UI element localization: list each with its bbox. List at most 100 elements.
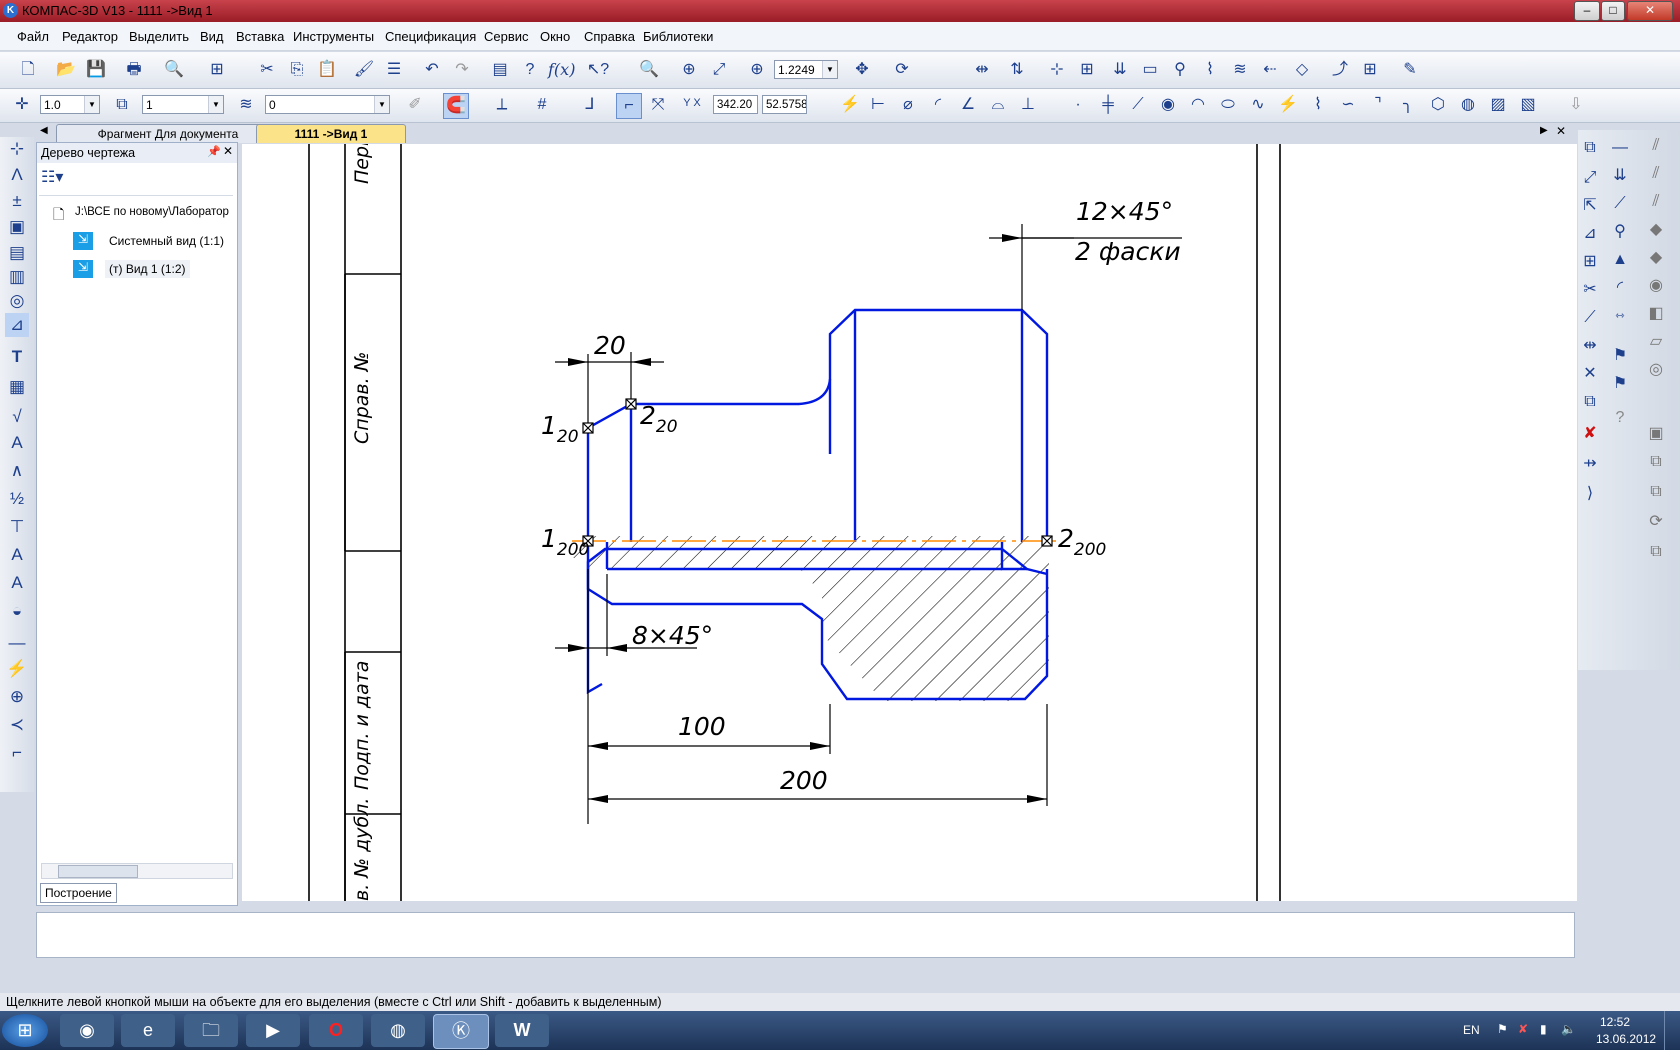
zoom-input[interactable]: 1.2249▼ (774, 60, 838, 79)
close-icon[interactable]: ✕ (223, 144, 234, 158)
scale-select[interactable]: 1.0▼ (40, 95, 100, 114)
line-style-icon[interactable]: — (1612, 139, 1628, 156)
tab-construction[interactable]: Построение (40, 883, 117, 903)
menu-tools[interactable]: Инструменты (293, 29, 375, 44)
angle-dim-icon[interactable]: ∠ (960, 96, 976, 113)
zoom-window-icon[interactable]: 🔍 (639, 61, 659, 78)
chevron-down-icon[interactable]: ▼ (84, 96, 99, 113)
tolerance-icon[interactable]: ⇅ (1010, 61, 1024, 78)
snap-magnet-icon[interactable]: 🧲 (443, 93, 469, 119)
menu-insert[interactable]: Вставка (236, 29, 285, 44)
ortho-mode-icon[interactable]: ⌐ (616, 93, 642, 119)
part-contour[interactable] (586, 308, 1049, 701)
menu-editor[interactable]: Редактор (62, 29, 118, 44)
menu-view[interactable]: Вид (200, 29, 224, 44)
scale-icon[interactable]: ⇱ (1583, 197, 1597, 214)
open-folder-icon[interactable]: 📂 (56, 61, 76, 78)
fix-constraint-icon[interactable]: ▲ (1612, 251, 1628, 268)
symbols-tools-icon[interactable]: ± (12, 191, 22, 210)
tree-item-system-view[interactable]: Системный вид (1:1) (109, 234, 225, 248)
tab-scroll-left-icon[interactable]: ◀ (40, 125, 48, 136)
layers-icon[interactable]: ⧉ (116, 96, 128, 113)
section-icon[interactable]: ◎ (1649, 361, 1663, 378)
chrome-icon[interactable]: ◉ (60, 1014, 114, 1047)
mirror-icon[interactable]: ⊿ (1583, 225, 1597, 242)
edit-tools-icon[interactable]: ▣ (8, 217, 26, 236)
sweep-icon[interactable]: ◧ (1648, 305, 1664, 322)
help-cursor-icon[interactable]: ↖? (586, 61, 610, 78)
tree-item-view-1[interactable]: (т) Вид 1 (1:2) (105, 260, 190, 278)
polygon-icon[interactable]: ⬡ (1431, 96, 1445, 113)
measure-icon[interactable]: ⚲ (1174, 61, 1186, 78)
format-brush-icon[interactable]: 🖌 (353, 61, 375, 78)
view-arrow-tool-icon[interactable]: ⌐ (12, 743, 22, 762)
minimize-button[interactable]: – (1574, 1, 1600, 21)
axis-tool-icon[interactable]: ≺ (9, 715, 25, 734)
redo-icon[interactable]: ↷ (455, 61, 469, 78)
clock-time[interactable]: 12:52 (1600, 1015, 1631, 1029)
coord-y-field[interactable]: 52.5758 (762, 95, 807, 114)
projection-icon[interactable]: ▣ (1648, 425, 1664, 442)
ellipse-icon[interactable]: ⬭ (1221, 96, 1235, 113)
arrange-icon[interactable]: ⟩ (1586, 485, 1594, 502)
merge-points-icon[interactable]: ⚑ (1612, 375, 1628, 392)
measure-tools-icon[interactable]: ▥ (8, 267, 26, 286)
clock-date[interactable]: 13.06.2012 (1596, 1032, 1657, 1046)
ortho-icon[interactable]: ⟂ (496, 96, 508, 113)
arc-icon[interactable]: ◠ (1191, 96, 1205, 113)
language-indicator[interactable]: EN (1463, 1023, 1480, 1037)
base-tool-icon[interactable]: ⊤ (9, 517, 25, 536)
coord-x-field[interactable]: 342.20 (713, 95, 758, 114)
layout-icon[interactable]: ⊞ (1363, 61, 1377, 78)
hatching-icon[interactable]: ▨ (1490, 96, 1506, 113)
library-manager-icon[interactable]: ? (525, 61, 535, 78)
move-icon[interactable]: ⤢ (1583, 169, 1597, 186)
arrow-tool-icon[interactable]: A (11, 573, 23, 592)
media-player-icon[interactable]: ▶ (246, 1014, 300, 1047)
menu-select[interactable]: Выделить (129, 29, 189, 44)
model-icon[interactable]: ⫽ (1652, 137, 1660, 154)
break-line-tool-icon[interactable]: — (8, 633, 26, 652)
show-desktop-button[interactable] (1664, 1011, 1680, 1050)
warning-icon[interactable]: ◇ (1295, 61, 1309, 78)
linear-dim-icon[interactable]: ⊢ (871, 96, 885, 113)
break-icon[interactable]: ⇹ (1583, 337, 1597, 354)
spline-icon[interactable]: ∿ (1251, 96, 1265, 113)
menu-help[interactable]: Справка (584, 29, 635, 44)
tab-close-icon[interactable]: ✕ (1556, 124, 1567, 138)
paste-icon[interactable]: 📋 (317, 61, 337, 78)
properties-panel[interactable] (36, 912, 1575, 958)
tab-scroll-right-icon[interactable]: ▶ (1540, 125, 1548, 136)
dim-chamfer-12x45[interactable]: 12×45° (1076, 197, 1173, 226)
bezier-icon[interactable]: ∽ (1341, 96, 1355, 113)
properties-icon[interactable]: ⊞ (210, 61, 224, 78)
word-icon[interactable]: W (495, 1014, 549, 1047)
rotate-view-icon[interactable]: ⟳ (1649, 513, 1663, 530)
style-icon[interactable]: ≋ (239, 96, 253, 113)
menu-window[interactable]: Окно (540, 29, 571, 44)
delete-icon[interactable]: ✘ (1583, 425, 1597, 442)
volume-icon[interactable]: 🔈 (1561, 1022, 1576, 1036)
tab-view-1[interactable]: 1111 ->Вид 1 (256, 124, 406, 143)
refresh-icon[interactable]: ⟳ (895, 61, 909, 78)
coincide-icon[interactable]: ⚑ (1612, 347, 1628, 364)
extrude-icon[interactable]: ◆ (1649, 221, 1663, 238)
manager-icon[interactable]: ▤ (492, 61, 508, 78)
center-mark-tool-icon[interactable]: ⊕ (9, 687, 25, 706)
list-icon[interactable]: ☰ (386, 61, 402, 78)
text-tool-icon[interactable]: T (11, 347, 23, 366)
menu-specification[interactable]: Спецификация (385, 29, 477, 44)
dimension-toolbar-icon[interactable]: ⇹ (975, 61, 989, 78)
dim-chamfer-8x45[interactable]: 8×45° (632, 621, 713, 650)
point-markers[interactable] (582, 398, 1053, 547)
polyline-icon[interactable]: ⌇ (1314, 96, 1322, 113)
angle-constraint-icon[interactable]: ◜ (1616, 279, 1624, 296)
bolt-tool-icon[interactable]: ⚡ (6, 659, 28, 678)
plane-icon[interactable]: ⫽ (1652, 165, 1660, 182)
battery-icon[interactable]: ▮ (1540, 1022, 1547, 1036)
copy-icon[interactable]: ⎘ (290, 61, 304, 78)
equidistant-icon[interactable]: ◍ (1461, 96, 1475, 113)
aux-line-icon[interactable]: ╪ (1102, 96, 1114, 113)
hatch-icon[interactable]: ≋ (1233, 61, 1247, 78)
clip-icon[interactable]: ⧉ (1584, 393, 1596, 410)
